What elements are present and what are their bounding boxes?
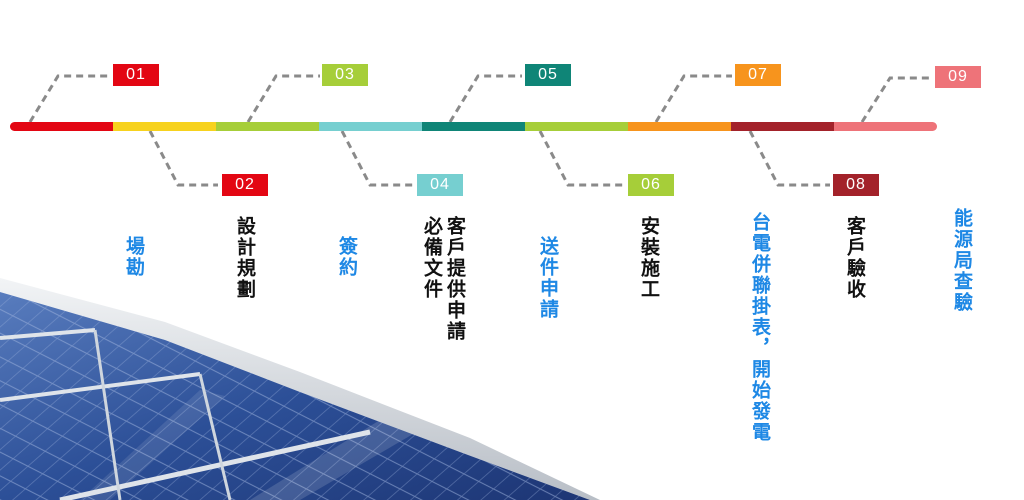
timeline-segment (731, 122, 834, 131)
connector-line (340, 130, 414, 187)
connector-line (748, 130, 830, 187)
step-label-05: 送件申請 (537, 236, 559, 320)
connector-line (28, 74, 110, 123)
timeline-segment (216, 122, 319, 131)
step-label-08: 客戶驗收 (844, 216, 866, 300)
step-label-04: 客戶提供申請 必備文件 (421, 216, 466, 342)
step-badge-07: 07 (735, 64, 781, 86)
connector-line (860, 76, 932, 123)
timeline-segment (113, 122, 216, 131)
step-badge-09: 09 (935, 66, 981, 88)
step-label-07: 台電併聯掛表，開始發電 (749, 212, 771, 443)
step-badge-02: 02 (222, 174, 268, 196)
step-badge-01: 01 (113, 64, 159, 86)
step-label-06: 安裝施工 (638, 216, 660, 300)
step-label-03: 簽約 (336, 236, 358, 278)
connector-line (246, 74, 320, 123)
step-badge-03: 03 (322, 64, 368, 86)
timeline-segment (525, 122, 628, 131)
connector-line (538, 130, 624, 187)
step-label-01: 場勘 (123, 236, 145, 278)
step-badge-04: 04 (417, 174, 463, 196)
connector-line (148, 130, 218, 187)
step-badge-08: 08 (833, 174, 879, 196)
timeline-segment (422, 122, 525, 131)
step-label-09: 能源局查驗 (951, 208, 973, 313)
timeline-segment (319, 122, 422, 131)
step-label-02: 設計規劃 (234, 216, 256, 300)
timeline-segment (628, 122, 731, 131)
step-badge-05: 05 (525, 64, 571, 86)
step-badge-06: 06 (628, 174, 674, 196)
connector-line (654, 74, 732, 123)
connector-line (448, 74, 522, 123)
timeline-segment (834, 122, 937, 131)
timeline-segment (10, 122, 113, 131)
